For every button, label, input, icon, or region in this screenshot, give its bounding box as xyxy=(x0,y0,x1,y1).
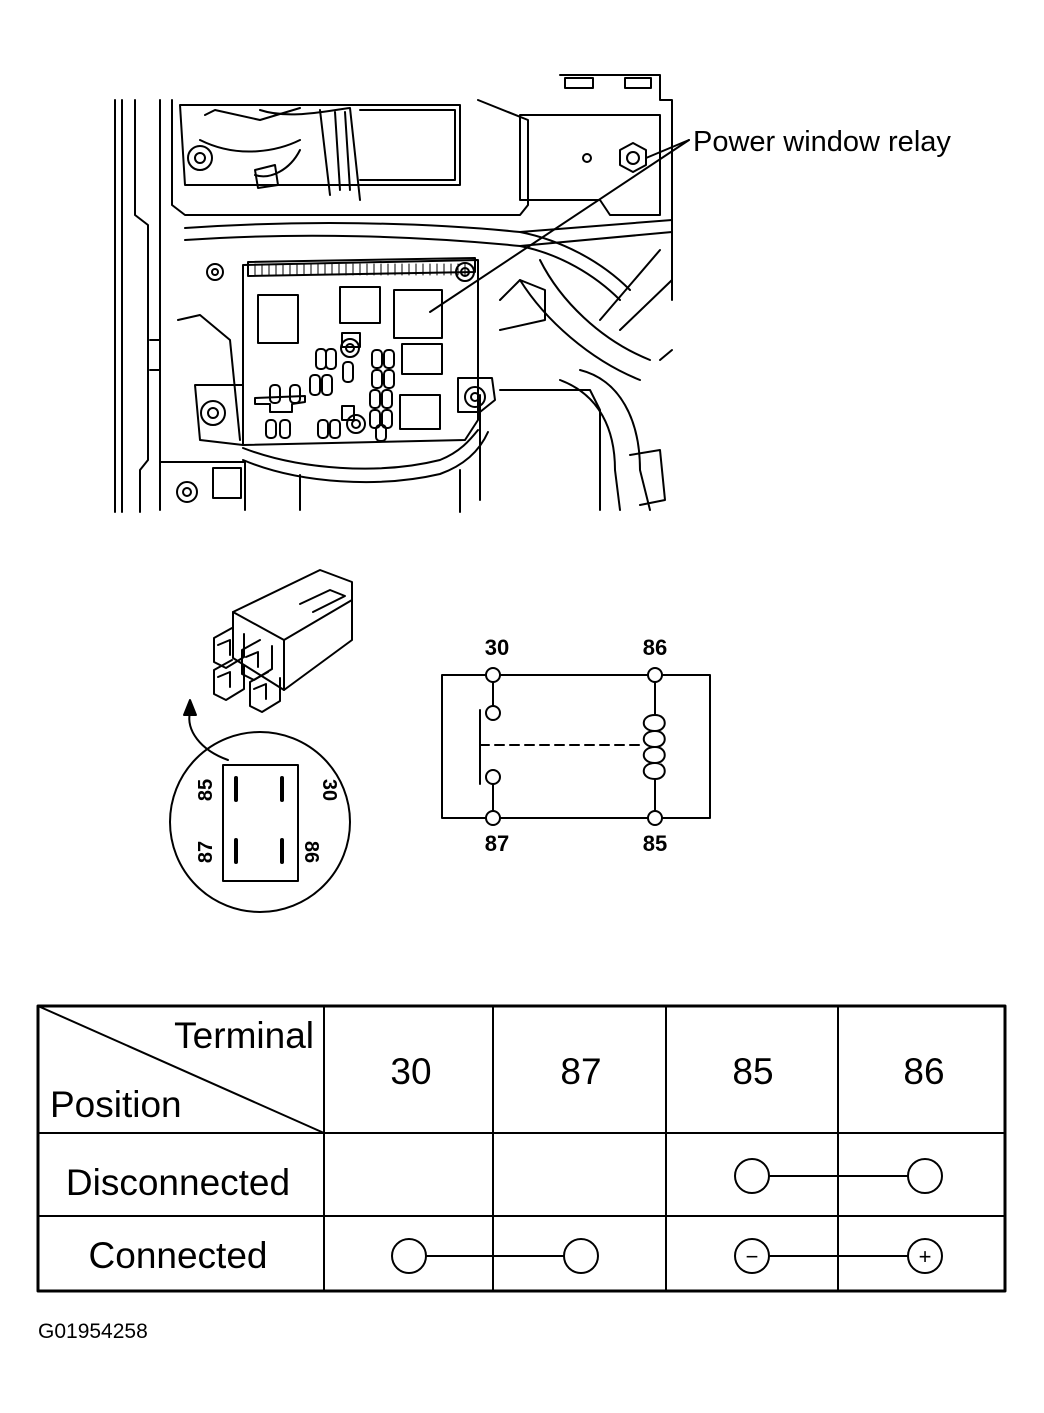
connector-face xyxy=(169,731,351,913)
column-header-85: 85 xyxy=(732,1051,773,1092)
continuity-disconnected-85-86 xyxy=(734,1158,943,1194)
plus-icon: + xyxy=(919,1244,932,1269)
minus-icon: − xyxy=(746,1244,759,1269)
continuity-connected-30-87 xyxy=(391,1238,599,1274)
connector-pin-87: 87 xyxy=(195,841,217,863)
arrow-head-icon xyxy=(183,699,197,716)
connector-pin-30: 30 xyxy=(318,779,340,801)
dashboard-illustration xyxy=(114,74,690,513)
schematic-terminal-85: 85 xyxy=(643,831,667,856)
relay-schematic xyxy=(441,667,711,826)
continuity-table-grid xyxy=(36,1004,1007,1293)
header-terminal: Terminal xyxy=(174,1015,314,1056)
callout-label: Power window relay xyxy=(693,126,951,158)
row-label-disconnected: Disconnected xyxy=(66,1162,290,1203)
connector-pin-86: 86 xyxy=(300,841,322,863)
header-position: Position xyxy=(50,1084,182,1125)
row-label-connected: Connected xyxy=(89,1235,268,1276)
column-header-30: 30 xyxy=(390,1051,431,1092)
schematic-terminal-87: 87 xyxy=(485,831,509,856)
connector-pin-85: 85 xyxy=(195,779,217,801)
column-header-86: 86 xyxy=(903,1051,944,1092)
relay-body-illustration xyxy=(188,569,353,761)
column-header-87: 87 xyxy=(560,1051,601,1092)
battery-connected-85-86 xyxy=(734,1238,943,1274)
figure-id: G01954258 xyxy=(38,1320,148,1343)
schematic-terminal-86: 86 xyxy=(643,635,667,660)
schematic-terminal-30: 30 xyxy=(485,635,509,660)
